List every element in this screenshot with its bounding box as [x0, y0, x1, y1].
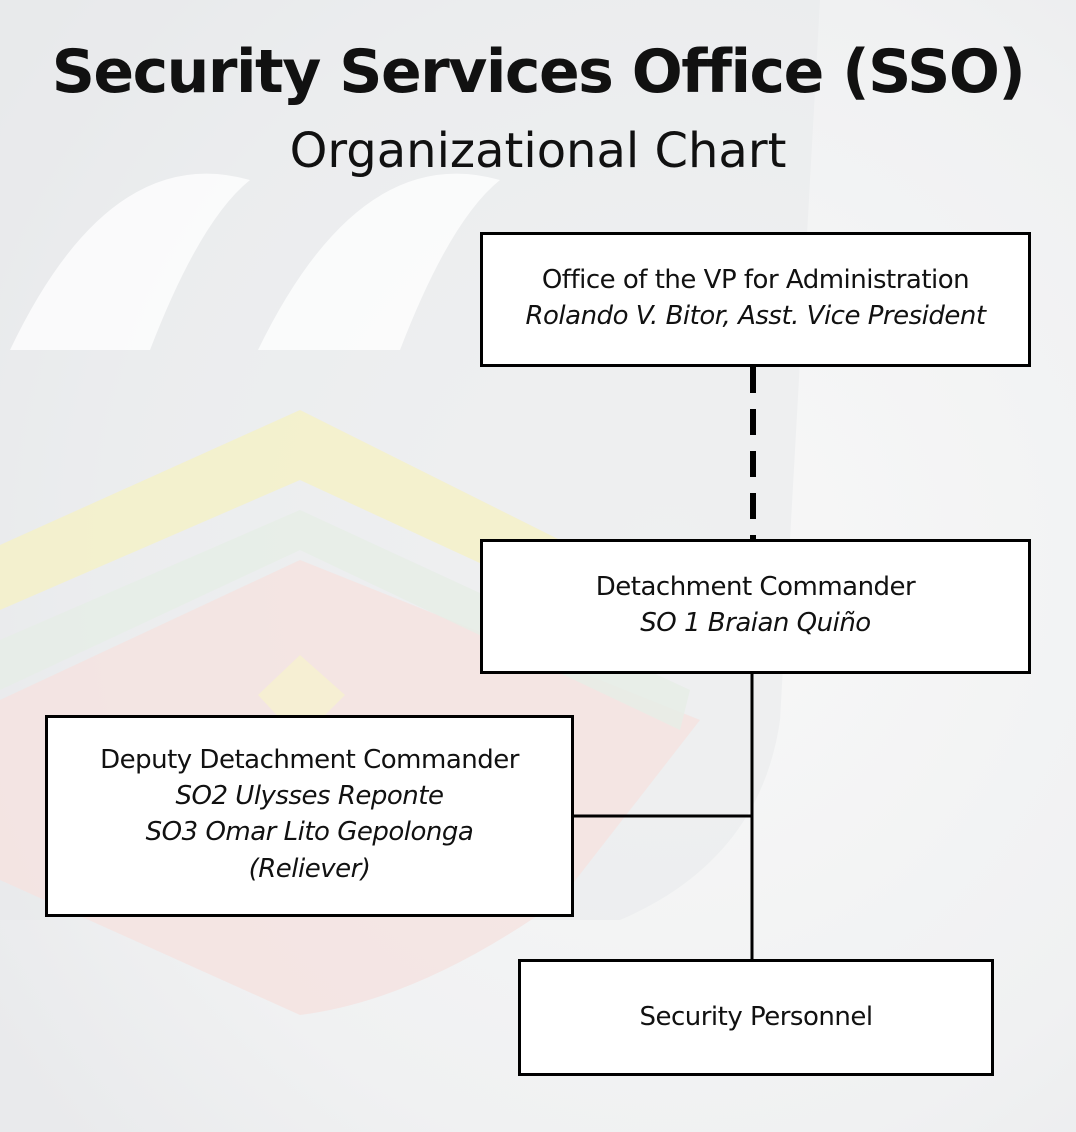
security-personnel-box: Security Personnel [518, 959, 994, 1076]
detachment-commander-box: Detachment Commander SO 1 Braian Quiño [480, 539, 1031, 674]
watermark-diamond [258, 655, 345, 740]
detachment-commander-heading: Detachment Commander [595, 572, 916, 603]
vp-admin-name: Rolando V. Bitor, Asst. Vice President [525, 300, 986, 331]
watermark-swoosh-right [258, 173, 500, 350]
deputy-note: (Reliever) [248, 854, 371, 885]
vp-admin-heading: Office of the VP for Administration [541, 265, 970, 296]
watermark-swoosh-left [10, 173, 250, 350]
watermark-green-band [0, 510, 690, 730]
deputy-name-2: SO3 Omar Lito Gepolonga [145, 817, 474, 848]
vp-admin-box: Office of the VP for Administration Rola… [480, 232, 1031, 367]
chart-title: Security Services Office (SSO) [51, 37, 1026, 107]
deputy-detachment-commander-box: Deputy Detachment Commander SO2 Ulysses … [45, 715, 574, 917]
chart-subtitle: Organizational Chart [289, 123, 787, 179]
deputy-detachment-commander-heading: Deputy Detachment Commander [100, 744, 519, 775]
detachment-commander-name: SO 1 Braian Quiño [640, 607, 871, 638]
watermark-yellow-band [0, 410, 700, 660]
security-personnel-heading: Security Personnel [639, 1001, 873, 1032]
deputy-name-1: SO2 Ulysses Reponte [175, 780, 444, 811]
